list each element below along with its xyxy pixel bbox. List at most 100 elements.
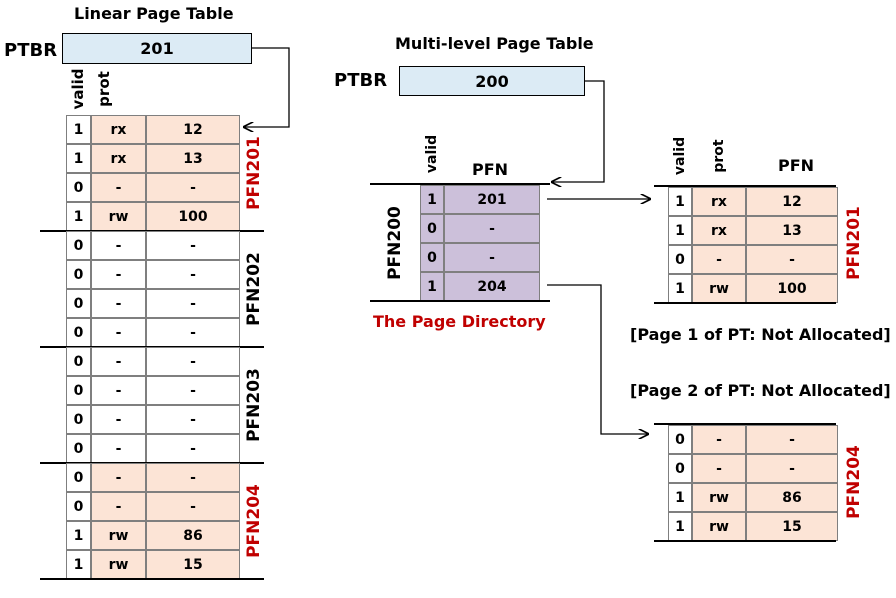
linear-pfn-cell: -	[146, 260, 240, 289]
linear-prot-cell: -	[91, 173, 146, 202]
not-allocated-1: [Page 1 of PT: Not Allocated]	[630, 325, 891, 344]
ml-ptbr-arrow	[552, 80, 605, 182]
pt201-col-pfn: PFN	[778, 156, 815, 175]
linear-title: Linear Page Table	[74, 4, 234, 23]
linear-pfn-cell: -	[146, 492, 240, 521]
ml-title: Multi-level Page Table	[395, 34, 594, 53]
dir-pfn-cell: 201	[444, 185, 540, 214]
linear-valid-cell: 0	[66, 318, 91, 347]
linear-prot-cell: rw	[91, 550, 146, 579]
pt201-valid-cell: 1	[668, 274, 692, 303]
linear-valid-cell: 1	[66, 144, 91, 173]
pt201-pfn-cell: -	[746, 245, 838, 274]
pt201-prot-cell: -	[692, 245, 746, 274]
linear-pfn-cell: -	[146, 434, 240, 463]
linear-pfn-cell: -	[146, 463, 240, 492]
pt204-valid-cell: 0	[668, 454, 692, 483]
dir-to-pt204-arrow	[547, 284, 648, 434]
linear-prot-cell: rw	[91, 521, 146, 550]
linear-valid-cell: 0	[66, 289, 91, 318]
linear-prot-cell: -	[91, 463, 146, 492]
dir-pfn-cell: 204	[444, 272, 540, 301]
pt201-bottom-line	[654, 302, 836, 304]
linear-valid-cell: 0	[66, 405, 91, 434]
pt204-top-line	[654, 423, 836, 425]
linear-ptbr-label: PTBR	[4, 40, 58, 61]
dir-valid-cell: 1	[420, 185, 444, 214]
dir-valid-cell: 0	[420, 214, 444, 243]
linear-valid-cell: 0	[66, 231, 91, 260]
linear-pfn-cell: 15	[146, 550, 240, 579]
pt201-top-line	[654, 185, 836, 187]
linear-prot-cell: -	[91, 434, 146, 463]
linear-valid-cell: 1	[66, 115, 91, 144]
linear-prot-cell: rw	[91, 202, 146, 231]
pt204-pfn-cell: -	[746, 425, 838, 454]
linear-valid-cell: 1	[66, 202, 91, 231]
pt201-pfn-cell: 13	[746, 216, 838, 245]
dir-frame-label: PFN200	[385, 206, 405, 280]
linear-valid-cell: 0	[66, 492, 91, 521]
linear-valid-cell: 0	[66, 260, 91, 289]
linear-page-label: PFN204	[244, 484, 264, 558]
ml-ptbr-value: 200	[399, 66, 585, 96]
pt201-pfn-cell: 100	[746, 274, 838, 303]
linear-pfn-cell: -	[146, 318, 240, 347]
linear-valid-cell: 0	[66, 347, 91, 376]
linear-valid-cell: 1	[66, 550, 91, 579]
linear-pfn-cell: -	[146, 376, 240, 405]
ml-ptbr-label: PTBR	[334, 70, 388, 91]
linear-ptbr-value: 201	[62, 33, 252, 64]
pt201-valid-cell: 1	[668, 216, 692, 245]
linear-valid-cell: 0	[66, 173, 91, 202]
pt204-bottom-line	[654, 540, 836, 542]
dir-caption: The Page Directory	[373, 312, 546, 331]
pt201-prot-cell: rx	[692, 187, 746, 216]
pt201-label: PFN201	[844, 206, 864, 280]
linear-prot-cell: rx	[91, 115, 146, 144]
linear-pfn-cell: 86	[146, 521, 240, 550]
linear-valid-cell: 0	[66, 434, 91, 463]
pt204-valid-cell: 1	[668, 483, 692, 512]
linear-prot-cell: -	[91, 376, 146, 405]
linear-prot-cell: rx	[91, 144, 146, 173]
linear-pfn-cell: -	[146, 347, 240, 376]
pt201-pfn-cell: 12	[746, 187, 838, 216]
linear-col-prot: prot	[95, 71, 113, 107]
pt201-valid-cell: 1	[668, 187, 692, 216]
dir-pfn-cell: -	[444, 214, 540, 243]
pt201-prot-cell: rw	[692, 274, 746, 303]
linear-prot-cell: -	[91, 492, 146, 521]
dir-valid-cell: 0	[420, 243, 444, 272]
linear-prot-cell: -	[91, 289, 146, 318]
pt204-prot-cell: rw	[692, 483, 746, 512]
linear-pfn-cell: -	[146, 173, 240, 202]
not-allocated-2: [Page 2 of PT: Not Allocated]	[630, 381, 891, 400]
dir-pfn-cell: -	[444, 243, 540, 272]
linear-prot-cell: -	[91, 231, 146, 260]
linear-prot-cell: -	[91, 318, 146, 347]
linear-pfn-cell: 12	[146, 115, 240, 144]
pt201-valid-cell: 0	[668, 245, 692, 274]
linear-valid-cell: 1	[66, 521, 91, 550]
pt204-label: PFN204	[844, 445, 864, 519]
linear-valid-cell: 0	[66, 376, 91, 405]
pt204-valid-cell: 1	[668, 512, 692, 541]
pt204-prot-cell: -	[692, 454, 746, 483]
pt201-col-valid: valid	[672, 136, 688, 176]
pt201-col-prot: prot	[711, 139, 727, 173]
dir-col-pfn: PFN	[472, 160, 509, 179]
linear-page-label: PFN201	[244, 136, 264, 210]
pt204-prot-cell: -	[692, 425, 746, 454]
dir-col-valid: valid	[424, 134, 440, 174]
pt204-valid-cell: 0	[668, 425, 692, 454]
pt204-prot-cell: rw	[692, 512, 746, 541]
pt204-pfn-cell: 15	[746, 512, 838, 541]
dir-bottom-line	[370, 300, 550, 302]
pt204-pfn-cell: -	[746, 454, 838, 483]
linear-pfn-cell: -	[146, 289, 240, 318]
linear-prot-cell: -	[91, 260, 146, 289]
dir-top-line	[370, 183, 550, 185]
linear-valid-cell: 0	[66, 463, 91, 492]
pt204-pfn-cell: 86	[746, 483, 838, 512]
